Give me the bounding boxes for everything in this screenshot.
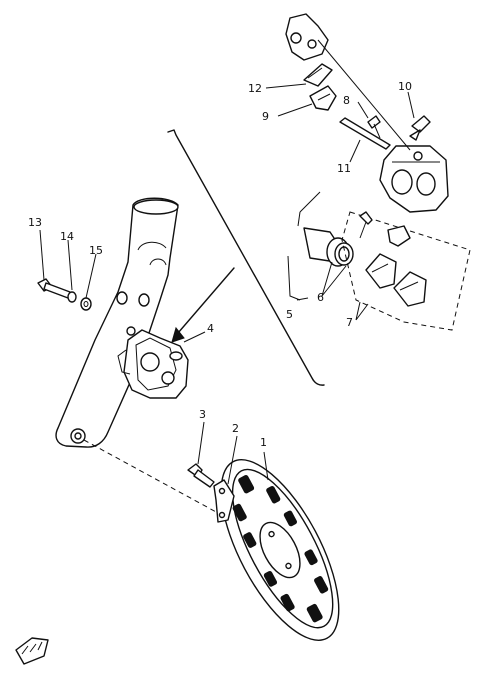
- spring-washer: [67, 291, 77, 303]
- bleed-screw-10: [409, 115, 431, 141]
- callout-3: 3: [199, 408, 206, 421]
- disc-vent-slots: [232, 474, 329, 623]
- pin-bolt-11: [339, 117, 391, 150]
- callout-9: 9: [262, 110, 269, 123]
- callout-6: 6: [317, 291, 324, 304]
- pad-retaining-pin: [359, 211, 373, 239]
- assembly-arrowhead: [171, 326, 185, 343]
- callout-7: 7: [346, 316, 353, 329]
- plain-washer: [80, 297, 92, 311]
- caliper-mount-bolt: [37, 278, 71, 299]
- pad-spring-12: [303, 63, 333, 87]
- front-direction-icon: [15, 637, 49, 665]
- pad-shim-9: [309, 85, 337, 111]
- callout-5: 5: [286, 308, 293, 321]
- callout-2: 2: [232, 422, 239, 435]
- assembly-bracket-line: [167, 129, 325, 386]
- callout-15: 15: [89, 244, 103, 257]
- callout-10: 10: [398, 80, 412, 93]
- brake-disc: [220, 459, 340, 641]
- bracket-leader: [317, 39, 411, 151]
- front-fork-leg: [55, 197, 179, 448]
- caliper-bracket: [285, 13, 329, 61]
- pad-clip: [387, 225, 411, 247]
- assembly-arrow-line: [177, 267, 235, 334]
- callout-labels: 1 2 3 4 5 6 7 8 9 10 11 12 13 14 15: [28, 80, 412, 449]
- piston-seal-kit: [303, 227, 354, 267]
- callout-12: 12: [248, 82, 262, 95]
- caliper-assembly-mounted: [117, 329, 189, 399]
- pad-kit-outline: [341, 211, 471, 331]
- callout-14: 14: [60, 230, 74, 243]
- piston-bracket-5: [287, 191, 321, 301]
- disc-alignment-line: [83, 439, 219, 514]
- callout-11: 11: [337, 162, 351, 175]
- lock-plate: [213, 479, 235, 523]
- brake-pad-inner: [365, 253, 397, 289]
- brake-pad-outer: [393, 271, 427, 307]
- callout-13: 13: [28, 216, 42, 229]
- caliper-body: [379, 145, 449, 213]
- disc-bolt: [187, 463, 215, 488]
- callout-leaders: [39, 83, 415, 485]
- callout-4: 4: [207, 322, 214, 335]
- callout-8: 8: [343, 94, 350, 107]
- callout-1: 1: [260, 436, 267, 449]
- bolt-8: [367, 115, 381, 139]
